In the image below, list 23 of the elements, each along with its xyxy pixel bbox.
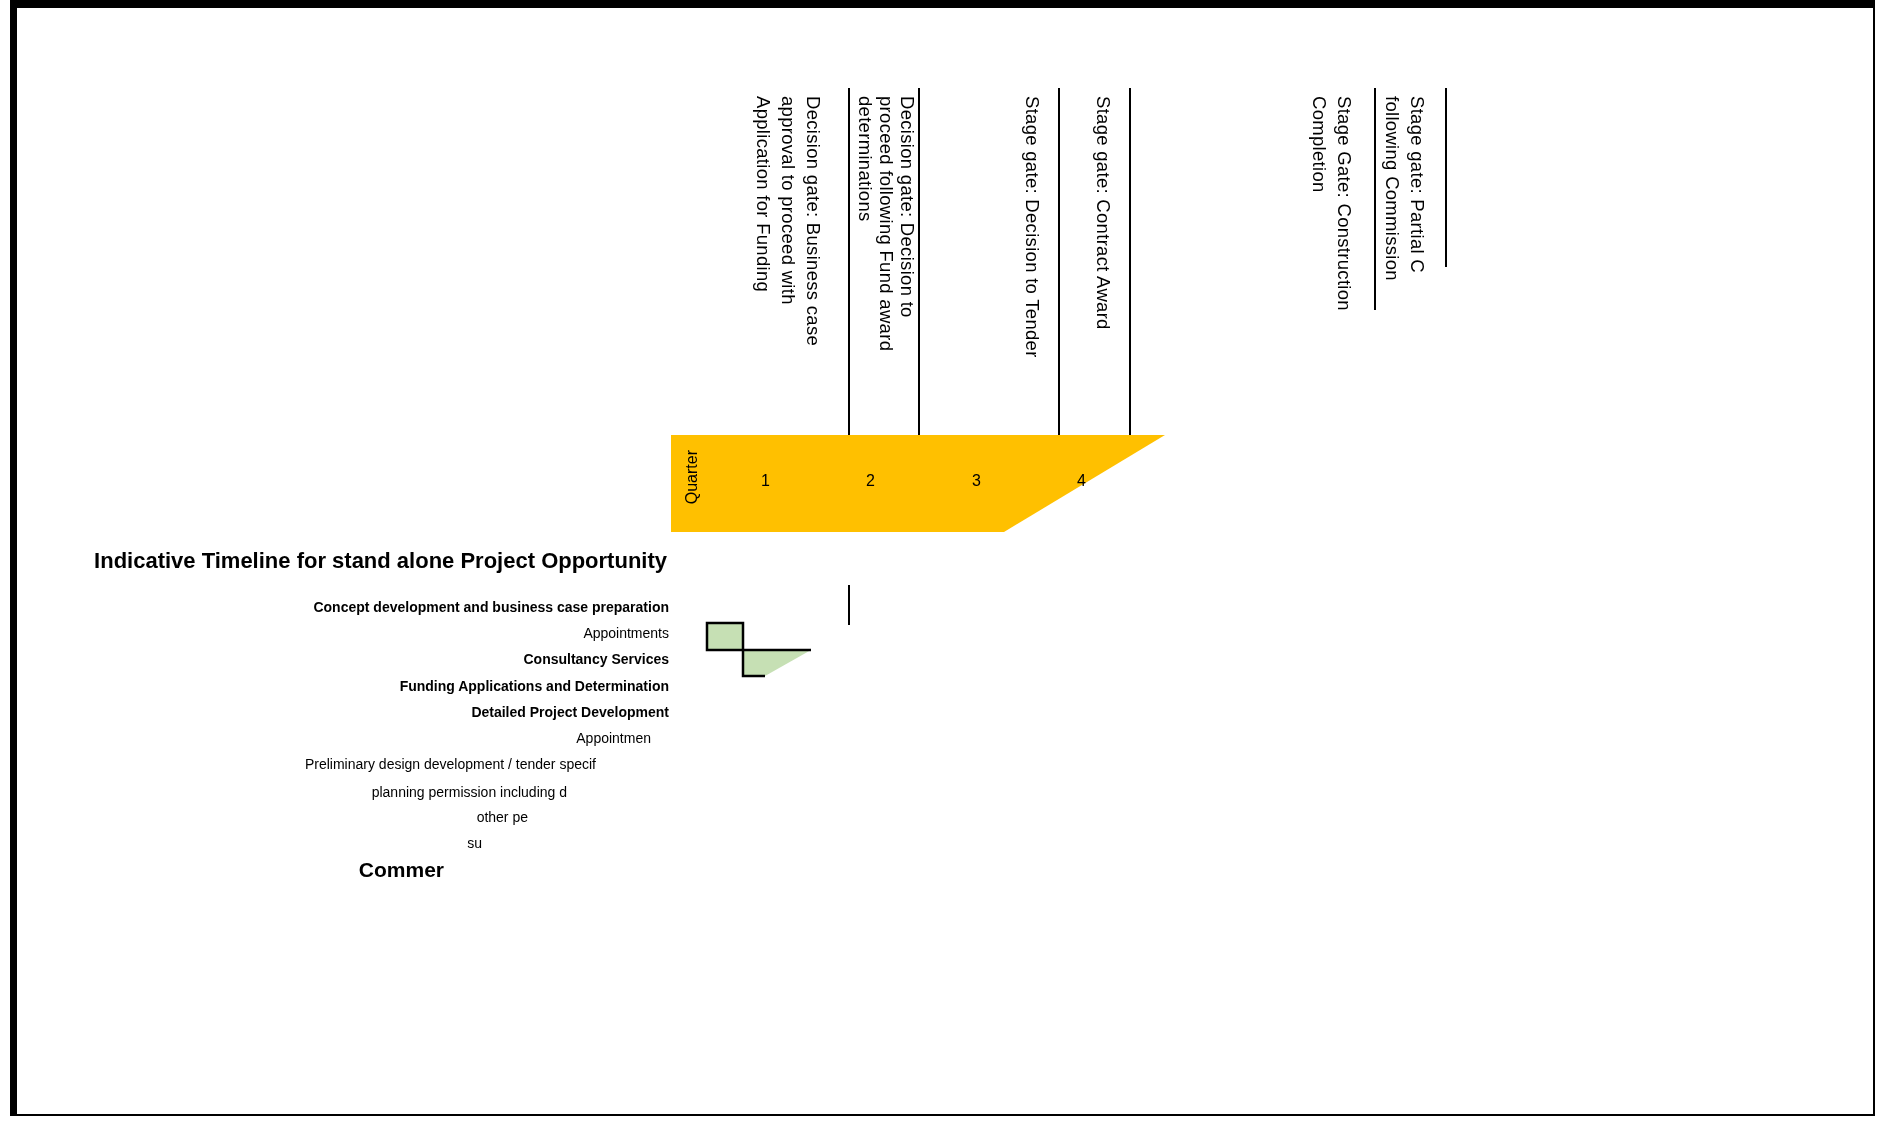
stage-gate-label: Decision gate: Business case approval to proceed with Application for Funding (752, 96, 825, 349)
activity-label: Appointments (583, 625, 669, 641)
stage-gate-label: Stage gate: Partial C following Commission (1381, 96, 1429, 283)
stage-gate-label: Stage gate: Decision to Tender (1021, 96, 1044, 360)
quarter-number: 4 (1077, 472, 1086, 490)
quarter-band (671, 435, 1165, 532)
stage-gate-label: Stage gate: Contract Award (1092, 96, 1115, 332)
activity-label: Preliminary design development / tender specif (304, 756, 596, 772)
quarter-number: 2 (866, 472, 875, 490)
activity-label: planning permission including d (371, 784, 567, 800)
activity-label: other pe (476, 809, 528, 825)
stage-gate-label: Stage Gate: Construction Completion (1308, 96, 1356, 313)
chart-title: Indicative Timeline for stand alone Project Opportunity (94, 548, 667, 574)
activity-label: Detailed Project Development (471, 704, 669, 720)
activity-label: Funding Applications and Determination (399, 678, 669, 694)
quarter-number: 1 (761, 472, 770, 490)
activity-label: Consultancy Services (523, 651, 669, 667)
quarter-number: 3 (972, 472, 981, 490)
activity-label: Concept development and business case preparation (313, 599, 669, 615)
activity-label: Appointmen (576, 730, 651, 746)
axis-title: Quarter (683, 450, 701, 505)
section-heading: Commer (358, 858, 444, 882)
activity-label: su (467, 835, 482, 851)
